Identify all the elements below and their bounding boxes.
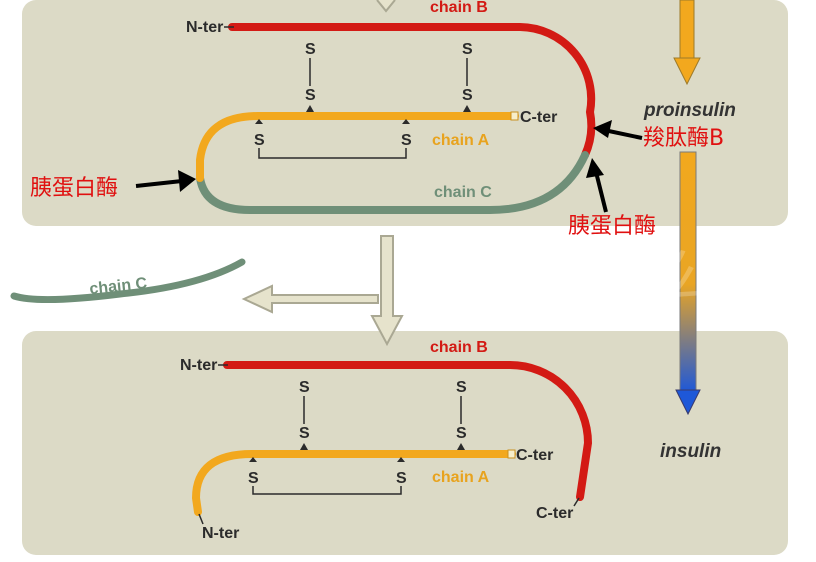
top-n-ter-label: N-ter <box>186 19 223 36</box>
watermark-text: 上海雅吉生物技术有限公司 <box>82 243 778 311</box>
release-left-arrow-icon <box>241 284 379 314</box>
top-chain-a-strand <box>196 112 519 182</box>
bottom-chain-b-label: chain B <box>430 339 488 356</box>
trypsin-bottom-label: 胰蛋白酶 <box>568 214 656 239</box>
bottom-c-ter-b-connector <box>573 497 580 507</box>
bottom-n-ter-a-label: N-ter <box>202 525 239 542</box>
trypsin-left-label: 胰蛋白酶 <box>30 176 118 201</box>
top-disulfide-bridge-right: S S <box>462 41 473 112</box>
carboxypeptidase-label: 羧肽酶B <box>643 126 724 151</box>
bottom-disulfide-bridge-right: S S <box>456 379 467 450</box>
released-chain-c-strand <box>10 258 246 304</box>
sulfur-label: S <box>401 132 412 149</box>
middle-down-arrow-icon <box>370 235 404 347</box>
bottom-disulfide-bridge-left: S S <box>299 379 310 450</box>
top-chain-a-label: chain A <box>432 132 490 149</box>
sulfur-label: S <box>456 379 467 396</box>
bottom-chain-a-label: chain A <box>432 469 490 486</box>
bottom-chain-b-strand <box>223 361 593 501</box>
trypsin-bottom-arrow-icon <box>594 171 608 213</box>
top-chain-b-strand <box>228 23 596 159</box>
top-intrachain-bridge: S S <box>254 119 412 159</box>
top-chain-b-label: chain B <box>430 0 488 16</box>
sulfur-label: S <box>254 132 265 149</box>
trypsin-left-arrowhead-icon <box>178 170 196 192</box>
released-chain-c-label: chain C <box>89 275 149 298</box>
sulfur-label: S <box>305 41 316 58</box>
top-chain-c-strand <box>196 151 589 214</box>
top-down-arrow-icon <box>376 0 396 13</box>
flow-arrow-upper-head-icon <box>673 57 701 86</box>
sulfur-label: S <box>462 87 473 104</box>
bottom-chain-a-strand <box>191 450 516 516</box>
bottom-panel-background <box>22 331 788 555</box>
sulfur-label: S <box>456 425 467 442</box>
top-chain-c-label: chain C <box>434 184 492 201</box>
top-c-ter-label: C-ter <box>520 109 557 126</box>
top-disulfide-bridge-left: S S <box>305 41 316 112</box>
flow-arrow-upper-shaft <box>679 0 695 61</box>
bottom-c-ter-b-label: C-ter <box>536 505 573 522</box>
trypsin-left-arrow-icon <box>135 179 183 188</box>
sulfur-label: S <box>299 425 310 442</box>
bottom-intrachain-bridge: S S <box>248 457 407 495</box>
bottom-c-ter-a-label: C-ter <box>516 447 553 464</box>
trypsin-bottom-arrowhead-icon <box>586 158 604 178</box>
sulfur-label: S <box>396 470 407 487</box>
flow-arrow-lower-head-icon <box>675 389 701 416</box>
sulfur-label: S <box>299 379 310 396</box>
bottom-n-ter-label: N-ter <box>180 357 217 374</box>
top-c-ter-cap <box>510 111 519 121</box>
carboxypeptidase-arrow-icon <box>603 128 643 140</box>
bottom-n-ter-a-connector <box>198 513 204 525</box>
bottom-c-ter-cap <box>507 449 516 459</box>
sulfur-label: S <box>305 87 316 104</box>
sulfur-label: S <box>462 41 473 58</box>
carboxypeptidase-arrowhead-icon <box>593 120 612 138</box>
insulin-stage-label: insulin <box>660 441 721 462</box>
sulfur-label: S <box>248 470 259 487</box>
proinsulin-stage-label: proinsulin <box>643 100 736 121</box>
